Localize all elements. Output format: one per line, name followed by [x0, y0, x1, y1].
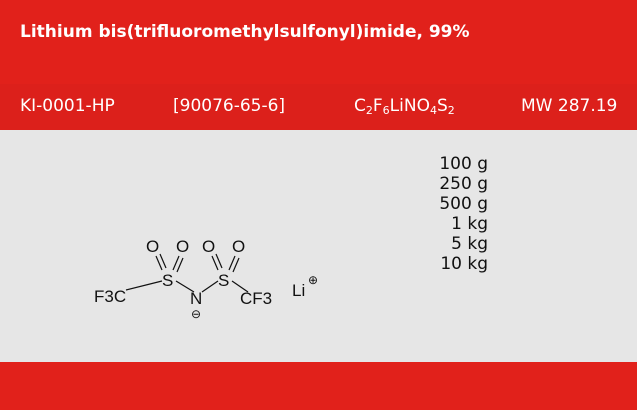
header-band: Lithium bis(trifluoromethylsulfonyl)imid…	[0, 0, 637, 84]
pack-size-item: 250 g	[439, 174, 488, 194]
chemical-structure: O O O O F3C S N S CF3 Li ⊖ ⊕	[94, 237, 318, 321]
product-title: Lithium bis(trifluoromethylsulfonyl)imid…	[20, 22, 470, 42]
molecular-weight: MW 287.19	[521, 96, 618, 116]
oxygen-label: O	[202, 237, 215, 256]
pack-size-item: 500 g	[439, 194, 488, 214]
lithium-label: Li	[292, 281, 305, 300]
trifluoromethyl-right-label: CF3	[240, 289, 272, 308]
nitrogen-label: N	[190, 289, 202, 308]
pack-size-item: 100 g	[439, 154, 488, 174]
cas-number: [90076-65-6]	[173, 96, 286, 116]
pack-size-item: 1 kg	[451, 214, 488, 234]
molecular-formula: C2F6LiNO4S2	[354, 96, 455, 117]
catalog-number: KI-0001-HP	[20, 96, 115, 116]
oxygen-label: O	[176, 237, 189, 256]
pack-size-item: 5 kg	[451, 234, 488, 254]
footer-band	[0, 362, 637, 410]
sulfur-label: S	[162, 271, 173, 290]
oxygen-label: O	[232, 237, 245, 256]
product-info-bar: KI-0001-HP [90076-65-6] C2F6LiNO4S2 MW 2…	[0, 84, 637, 130]
pack-size-item: 10 kg	[440, 254, 488, 274]
pack-size-list: 100 g 250 g 500 g 1 kg 5 kg 10 kg	[400, 154, 488, 274]
oxygen-label: O	[146, 237, 159, 256]
trifluoromethyl-left-label: F3C	[94, 287, 126, 306]
sulfur-label: S	[218, 271, 229, 290]
positive-charge-icon: ⊕	[308, 273, 318, 287]
product-body: O O O O F3C S N S CF3 Li ⊖ ⊕ 100 g 250 g…	[0, 130, 637, 362]
negative-charge-icon: ⊖	[191, 307, 201, 321]
